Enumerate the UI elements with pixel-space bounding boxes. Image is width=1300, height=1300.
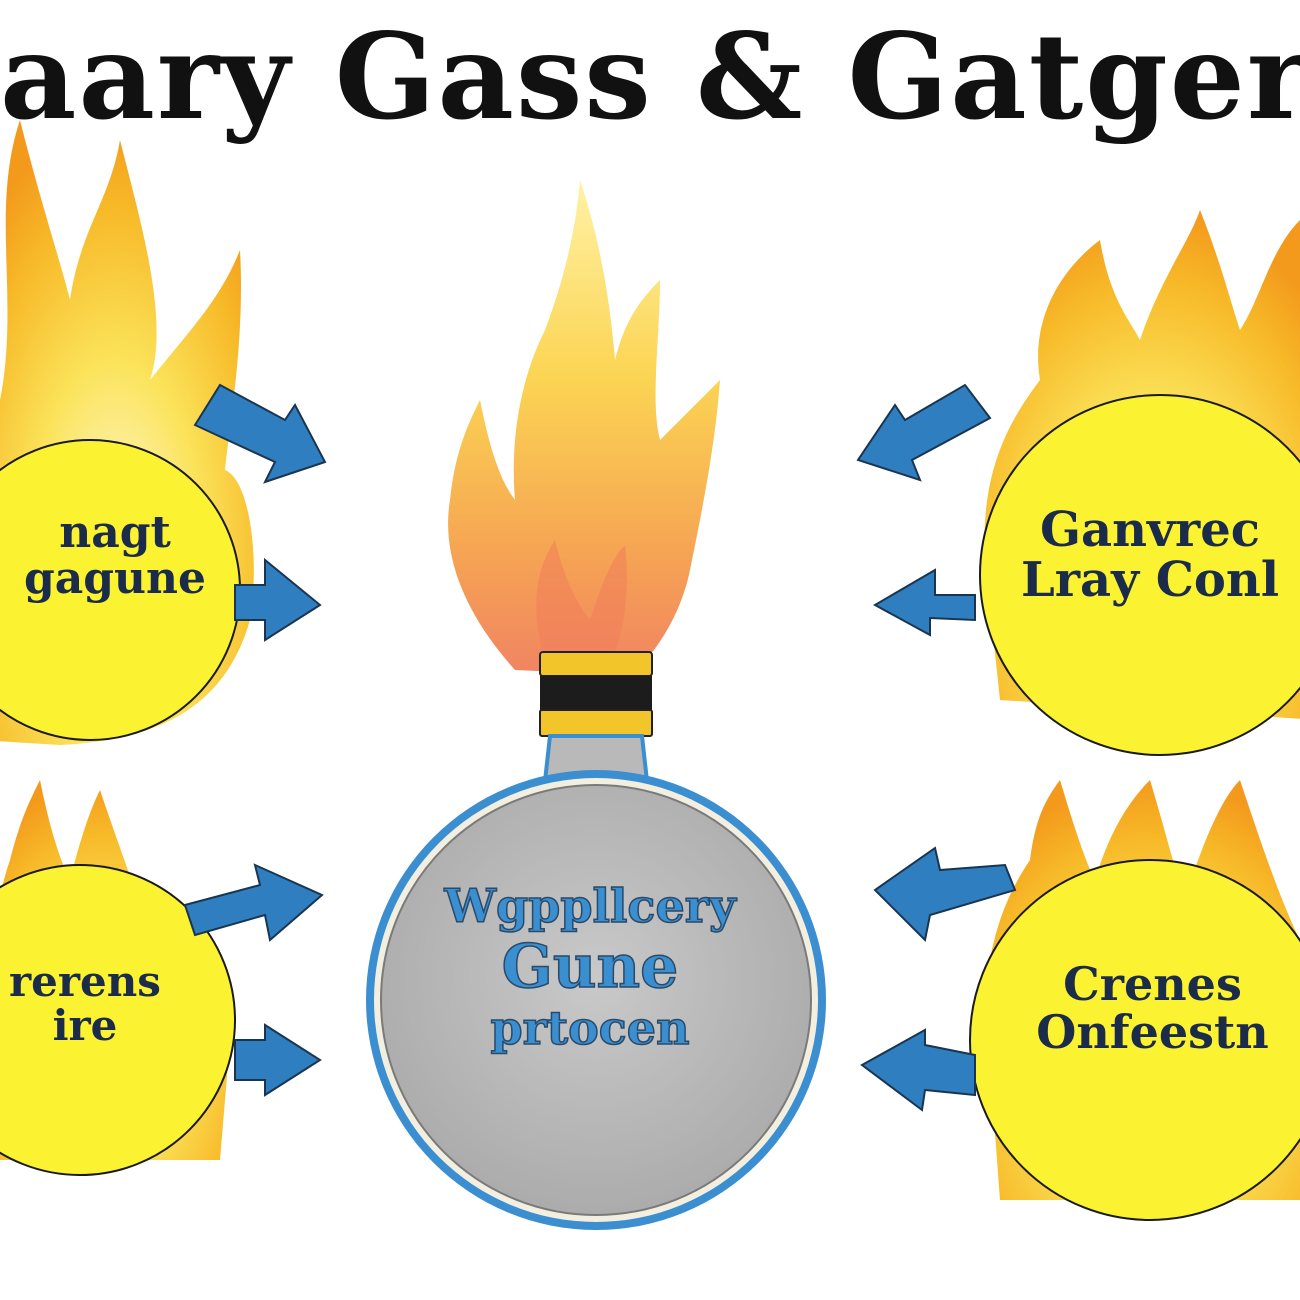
node-bottom-left (0, 780, 236, 1176)
arrow-bottom-right-lower (860, 1028, 976, 1112)
arrow-bottom-left-lower (234, 1023, 322, 1097)
center-label-line: Gune (501, 931, 679, 1003)
node-top-right (979, 210, 1300, 756)
arrow-top-left-upper (193, 383, 327, 484)
node-label-line: Crenes (1063, 957, 1242, 1011)
node-disc-top-right (979, 394, 1300, 756)
node-label-line: nagt (59, 507, 171, 558)
arrow-bottom-right-upper (873, 846, 1017, 943)
arrow-bottom-left-upper (183, 863, 324, 942)
center-flame (448, 180, 720, 675)
center-label-line: prtocen (490, 1000, 691, 1055)
arrow-top-left-lower (234, 557, 322, 642)
node-disc-bottom-left (0, 864, 236, 1176)
node-label-line: Lray Conl (1020, 552, 1280, 609)
node-label-line: Onfeestn (1036, 1005, 1269, 1060)
bottle-cap-collar (539, 709, 653, 737)
arrow-top-right-upper (856, 383, 992, 482)
node-label-top-right: Ganvrec Lray Conl (1000, 505, 1300, 606)
center-label: Wgppllcery Gune prtocen (400, 879, 780, 1055)
node-label-line: Ganvrec (1040, 502, 1260, 558)
node-bottom-right (969, 780, 1300, 1221)
node-top-left (0, 120, 254, 745)
node-label-top-left: nagt gagune (0, 507, 240, 605)
node-label-line: rerens (9, 957, 161, 1006)
bottle-body (380, 784, 812, 1216)
center-flame-core (536, 540, 627, 665)
diagram-title: aary Gass & Gatger (0, 7, 1300, 146)
arrow-top-right-lower (872, 568, 976, 637)
node-label-line: ire (52, 1001, 118, 1051)
node-disc-bottom-right (969, 859, 1300, 1221)
center-label-line: Wgppllcery (444, 879, 737, 933)
node-label-line: gagune (23, 553, 206, 605)
node-label-bottom-left: rerens ire (0, 957, 180, 1051)
node-label-bottom-right: Crenes Onfeestn (1005, 960, 1300, 1057)
bottle-cap-top (539, 651, 653, 677)
center-bottle (366, 180, 826, 1230)
bottle-cap-band (540, 676, 652, 710)
